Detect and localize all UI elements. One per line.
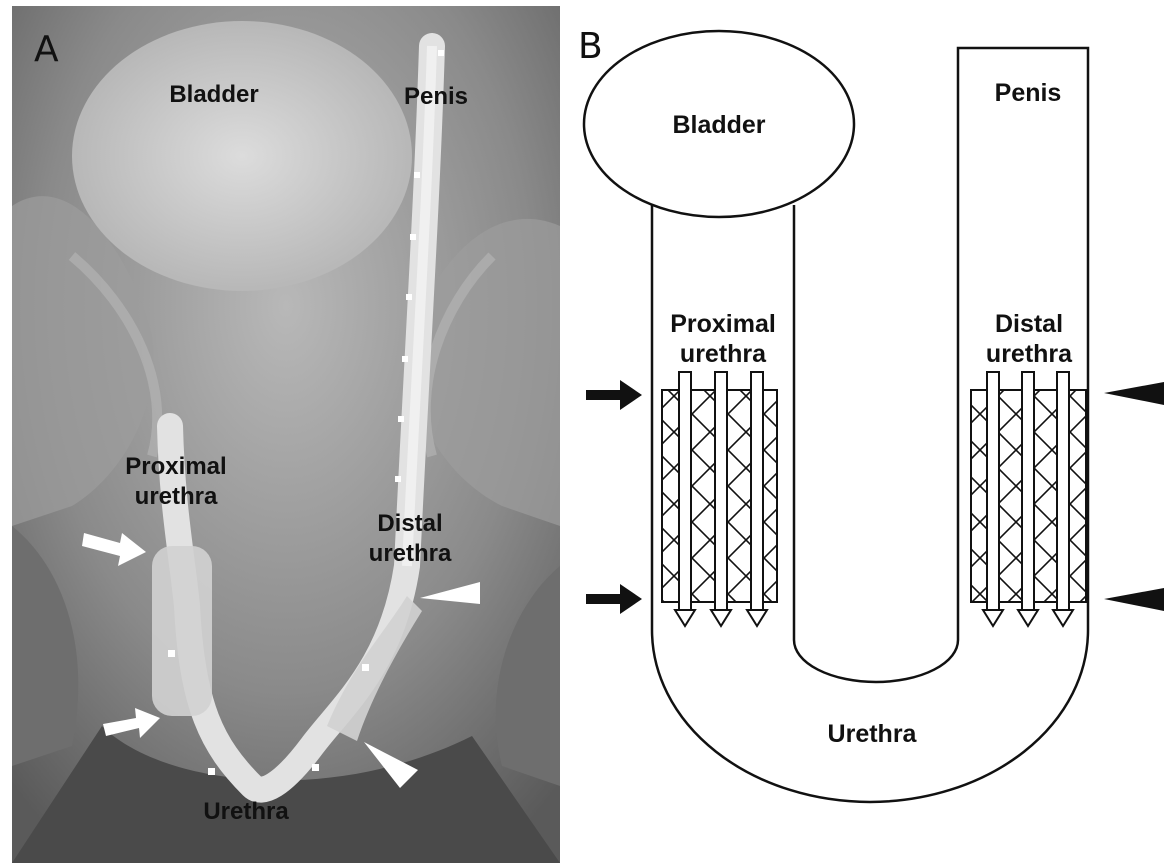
label-urethra: Urethra [203,798,289,825]
label-proximal-line2: urethra [135,483,218,510]
proximal-stent-schematic [662,372,777,626]
schematic-label-bladder: Bladder [672,111,765,139]
label-distal-line1: Distal [377,510,442,537]
schematic-label-urethra: Urethra [828,720,918,748]
schematic-label-proximal-line1: Proximal [670,310,776,338]
label-distal-line2: urethra [369,540,452,567]
schematic-label-proximal-line2: urethra [680,340,767,368]
schematic-label-penis: Penis [995,79,1062,107]
panel-letter-a: A [34,29,59,70]
label-bladder: Bladder [169,81,258,108]
label-proximal-line1: Proximal [125,453,226,480]
distal-stent-schematic [971,372,1086,626]
schematic-panel: B [566,0,1171,863]
proximal-stent [152,546,212,716]
schematic-label-distal-line1: Distal [995,310,1063,338]
xray-panel: A Bladder Penis Proximal urethra Distal … [12,6,560,863]
panel-letter-b: B [578,26,603,67]
schematic-label-distal-line2: urethra [986,340,1073,368]
bladder-shadow [72,21,412,291]
label-penis: Penis [404,83,468,110]
